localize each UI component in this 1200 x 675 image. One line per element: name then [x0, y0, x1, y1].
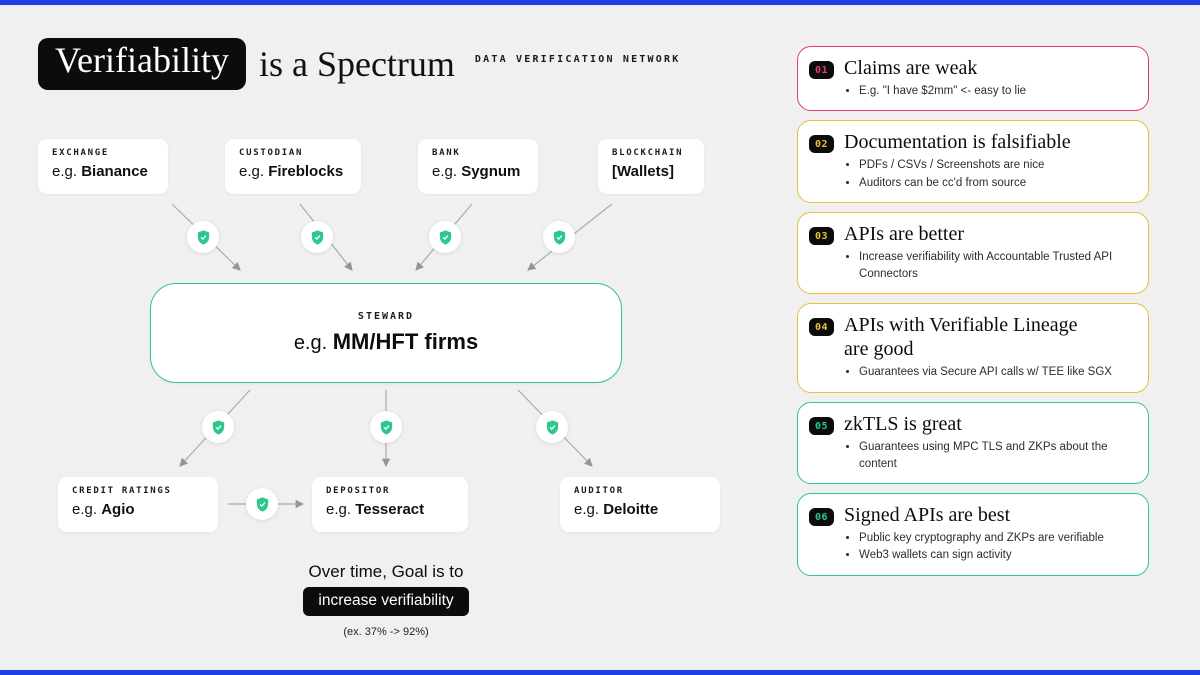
node-custodian: CUSTODIAN e.g. Fireblocks — [225, 139, 361, 194]
card-title: APIs are better — [844, 222, 964, 245]
node-category: EXCHANGE — [52, 148, 109, 158]
card-bullets: Guarantees via Secure API calls w/ TEE l… — [859, 364, 1135, 381]
goal-pill: increase verifiability — [303, 587, 469, 616]
shield-icon — [536, 411, 568, 443]
node-category: CUSTODIAN — [239, 148, 304, 158]
card-bullet: Increase verifiability with Accountable … — [859, 249, 1135, 284]
card-bullet: Public key cryptography and ZKPs are ver… — [859, 530, 1135, 547]
shield-icon — [187, 221, 219, 253]
spectrum-card-06: 06 Signed APIs are best Public key crypt… — [797, 493, 1149, 576]
node-category: BLOCKCHAIN — [612, 148, 684, 158]
card-title: APIs with Verifiable Lineage are good — [844, 314, 1078, 361]
spectrum-card-04: 04 APIs with Verifiable Lineage are good… — [797, 303, 1149, 393]
goal-note: (ex. 37% -> 92%) — [343, 626, 429, 638]
node-example: e.g. Tesseract — [326, 501, 425, 518]
top-edge-bar — [0, 0, 1200, 5]
card-body: Signed APIs are best Public key cryptogr… — [844, 503, 1135, 565]
card-bullets: PDFs / CSVs / Screenshots are nice Audit… — [859, 157, 1135, 192]
card-title: zkTLS is great — [844, 412, 962, 435]
goal-block: Over time, Goal is to increase verifiabi… — [236, 562, 536, 638]
spectrum-card-03: 03 APIs are better Increase verifiabilit… — [797, 211, 1149, 295]
shield-icon — [202, 411, 234, 443]
shield-icon — [246, 488, 278, 520]
goal-line: Over time, Goal is to — [308, 562, 464, 581]
title-rest: is a Spectrum — [258, 43, 455, 84]
node-example: e.g. Sygnum — [432, 163, 521, 180]
shield-icon — [429, 221, 461, 253]
card-number-badge: 06 — [809, 508, 835, 526]
node-auditor: AUDITOR e.g. Deloitte — [560, 477, 720, 532]
spectrum-card-05: 05 zkTLS is great Guarantees using MPC T… — [797, 401, 1149, 484]
card-title: Signed APIs are best — [844, 504, 1011, 526]
card-title: Claims are weak — [844, 57, 978, 79]
node-example: e.g. Fireblocks — [239, 163, 344, 180]
card-number-badge: 05 — [809, 416, 835, 435]
node-exchange: EXCHANGE e.g. Bianance — [38, 139, 168, 194]
network-label: DATA VERIFICATION NETWORK — [474, 54, 681, 66]
node-category: DEPOSITOR — [326, 486, 391, 496]
card-body: Claims are weak E.g. "I have $2mm" <- ea… — [844, 56, 1135, 100]
card-bullets: Public key cryptography and ZKPs are ver… — [859, 530, 1135, 565]
card-title: Documentation is falsifiable — [844, 131, 1071, 154]
card-bullet: Web3 wallets can sign activity — [859, 547, 1135, 564]
node-example: e.g. Agio — [72, 501, 135, 518]
page-header: Verifiability is a Spectrum DATA VERIFIC… — [38, 38, 680, 90]
title-highlight: Verifiability — [38, 38, 246, 90]
spectrum-card-02: 02 Documentation is falsifiable PDFs / C… — [797, 120, 1149, 203]
card-number-badge: 04 — [809, 318, 835, 337]
card-bullet: Guarantees using MPC TLS and ZKPs about … — [859, 439, 1135, 474]
shield-icon — [543, 221, 575, 253]
card-bullet: Auditors can be cc'd from source — [859, 175, 1135, 192]
shield-icon — [301, 221, 333, 253]
card-number-badge: 02 — [809, 135, 835, 154]
card-body: zkTLS is great Guarantees using MPC TLS … — [844, 412, 1135, 474]
card-body: APIs with Verifiable Lineage are good Gu… — [844, 313, 1135, 381]
node-depositor: DEPOSITOR e.g. Tesseract — [312, 477, 468, 532]
card-number-badge: 01 — [809, 61, 835, 79]
card-number-badge: 03 — [809, 226, 835, 245]
node-blockchain: BLOCKCHAIN [Wallets] — [598, 139, 704, 194]
bottom-edge-bar — [0, 670, 1200, 675]
node-steward: STEWARD e.g. MM/HFT firms — [150, 283, 622, 383]
node-category: BANK — [432, 148, 461, 158]
spectrum-card-list: 01 Claims are weak E.g. "I have $2mm" <-… — [797, 46, 1149, 576]
node-category: CREDIT RATINGS — [72, 486, 172, 496]
node-example: e.g. Bianance — [52, 163, 148, 180]
node-category: AUDITOR — [574, 486, 624, 496]
spectrum-card-01: 01 Claims are weak E.g. "I have $2mm" <-… — [797, 46, 1149, 112]
card-body: APIs are better Increase verifiability w… — [844, 222, 1135, 284]
card-bullet: PDFs / CSVs / Screenshots are nice — [859, 157, 1135, 174]
node-example: e.g. MM/HFT firms — [293, 329, 479, 354]
shield-icon — [370, 411, 402, 443]
node-category: STEWARD — [357, 311, 415, 322]
card-bullets: Guarantees using MPC TLS and ZKPs about … — [859, 439, 1135, 474]
card-bullet: E.g. "I have $2mm" <- easy to lie — [859, 83, 1135, 100]
node-bank: BANK e.g. Sygnum — [418, 139, 538, 194]
card-bullets: E.g. "I have $2mm" <- easy to lie — [859, 83, 1135, 100]
card-bullet: Guarantees via Secure API calls w/ TEE l… — [859, 364, 1135, 381]
card-bullets: Increase verifiability with Accountable … — [859, 249, 1135, 284]
node-credit-ratings: CREDIT RATINGS e.g. Agio — [58, 477, 218, 532]
node-example: [Wallets] — [612, 163, 674, 180]
card-body: Documentation is falsifiable PDFs / CSVs… — [844, 130, 1135, 192]
node-example: e.g. Deloitte — [574, 501, 659, 518]
